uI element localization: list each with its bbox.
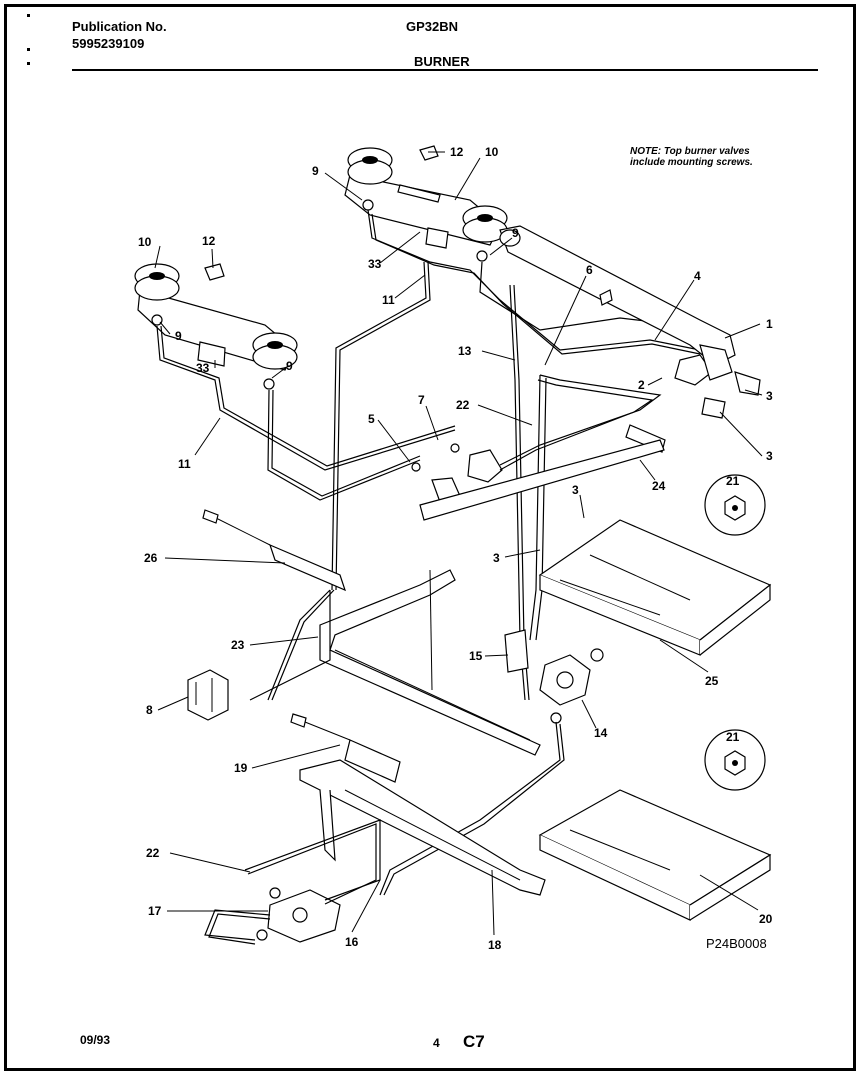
- callout-6: 6: [586, 263, 593, 277]
- footer-date: 09/93: [80, 1033, 111, 1047]
- publication-number: 5995239109: [72, 36, 145, 51]
- manifold-pipe: [499, 225, 736, 366]
- callout-7: 7: [418, 393, 425, 407]
- callout-2: 2: [638, 378, 645, 392]
- tube-13: [509, 284, 530, 701]
- oven-burner-tube: [319, 569, 541, 756]
- valve-mounting-bar: [419, 439, 665, 521]
- callout-13: 13: [458, 344, 472, 358]
- page-frame: [4, 4, 856, 1071]
- gas-tubing: [156, 209, 701, 701]
- note-line-1: NOTE: Top burner valves: [630, 146, 750, 157]
- callout-33-left: 33: [196, 361, 210, 375]
- bake-burner-tube: [299, 759, 546, 896]
- callout-21-upper: 21: [726, 474, 740, 488]
- top-burner-assembly-rear: [344, 145, 508, 262]
- callout-33-top: 33: [368, 257, 382, 271]
- regulator-14: [379, 629, 604, 896]
- callout-20: 20: [759, 912, 773, 926]
- callout-10-left: 10: [138, 235, 152, 249]
- callout-24: 24: [652, 479, 666, 493]
- callout-12-left: 12: [202, 234, 216, 248]
- callout-15: 15: [469, 649, 483, 663]
- callout-10-top: 10: [485, 145, 499, 159]
- callout-16: 16: [345, 935, 359, 949]
- margin-marks: [27, 14, 30, 65]
- drawing-code: P24B0008: [706, 936, 767, 951]
- callout-18: 18: [488, 938, 502, 952]
- note-text: NOTE: Top burner valves include mounting…: [630, 146, 753, 168]
- top-burner-assembly-front: [134, 263, 298, 390]
- callout-labels: 12 10 9 10 12 9 33 11 6 4 1 9 33 9 2 3 3…: [138, 145, 773, 952]
- callout-4: 4: [694, 269, 701, 283]
- callout-9-right: 9: [512, 226, 519, 240]
- callout-19: 19: [234, 761, 248, 775]
- callout-5: 5: [368, 412, 375, 426]
- callout-21-lower: 21: [726, 730, 740, 744]
- callout-9-left: 9: [175, 329, 182, 343]
- callout-9-mid: 9: [286, 359, 293, 373]
- bake-burner: [538, 729, 772, 921]
- callout-3-right: 3: [766, 449, 773, 463]
- callout-17: 17: [148, 904, 162, 918]
- callout-3-lower: 3: [493, 551, 500, 565]
- header-rule: [72, 69, 818, 71]
- footer-page: 4: [433, 1036, 440, 1050]
- callout-22-lower: 22: [146, 846, 160, 860]
- callout-12-top: 12: [450, 145, 464, 159]
- callout-25: 25: [705, 674, 719, 688]
- callout-3-upper: 3: [766, 389, 773, 403]
- callout-23: 23: [231, 638, 245, 652]
- callout-14: 14: [594, 726, 608, 740]
- oven-valve-17: [204, 819, 381, 945]
- broil-burner: [538, 474, 772, 656]
- callout-1: 1: [766, 317, 773, 331]
- igniter-26: [202, 509, 346, 701]
- publication-label: Publication No.: [72, 19, 167, 34]
- section-title: BURNER: [414, 54, 470, 69]
- terminal-block-8: [187, 669, 229, 721]
- top-valves: [411, 344, 761, 503]
- footer-code: C7: [463, 1032, 485, 1051]
- callout-11-top: 11: [382, 293, 395, 307]
- callout-26: 26: [144, 551, 158, 565]
- igniter-19: [290, 713, 401, 783]
- callout-22-upper: 22: [456, 398, 470, 412]
- callout-11-left: 11: [178, 457, 191, 471]
- callout-9-top: 9: [312, 164, 319, 178]
- callout-3-mid: 3: [572, 483, 579, 497]
- callout-8: 8: [146, 703, 153, 717]
- note-line-2: include mounting screws.: [630, 157, 753, 168]
- model-number: GP32BN: [406, 19, 459, 34]
- leader-lines: [154, 151, 763, 936]
